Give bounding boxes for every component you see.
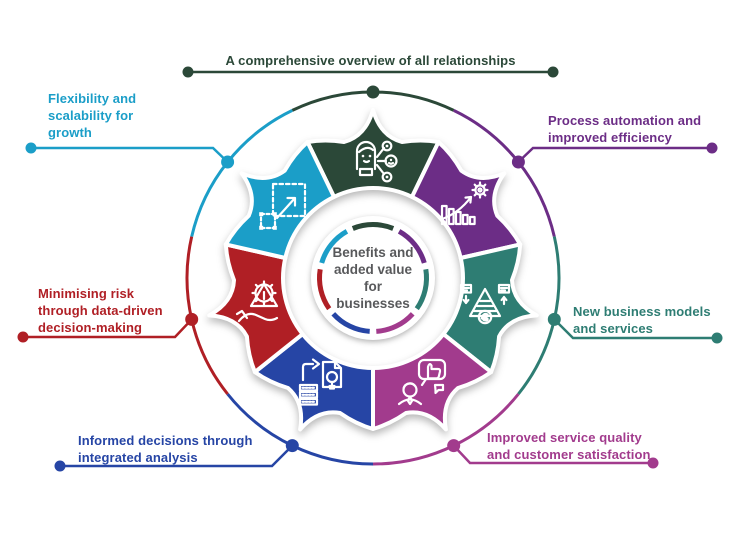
customer-thumbs-up-icon <box>397 358 447 406</box>
label-line: Flexibility and <box>48 91 137 106</box>
inner-arc-service-quality <box>376 312 415 334</box>
center-line: for <box>363 279 382 294</box>
center-disc <box>311 216 435 340</box>
center-line: added value <box>333 262 412 277</box>
svg-text:€: € <box>481 313 488 323</box>
inner-arc-overview <box>351 222 395 231</box>
inner-arc-flexibility <box>319 229 349 264</box>
label-automation: Process automation and improved efficien… <box>548 112 701 146</box>
pyramid-euro-icon: € <box>459 283 511 324</box>
node-dot-business-models <box>547 312 561 326</box>
label-service-quality: Improved service quality and customer sa… <box>487 429 651 463</box>
data-document-bulb-icon <box>298 358 343 406</box>
line-end-dot-informed-decisions <box>54 460 66 472</box>
node-dot-informed-decisions <box>285 439 299 453</box>
label-flexibility: Flexibility and scalability for growth <box>48 90 136 141</box>
center-line: businesses <box>336 296 410 311</box>
connector-business-models <box>553 318 717 340</box>
connector-service-quality <box>452 444 653 465</box>
label-line: Process automation and <box>548 113 702 128</box>
bar-chart-gear-icon <box>440 181 489 226</box>
label-informed-decisions: Informed decisions through integrated an… <box>78 432 253 466</box>
line-end-dot-risk <box>17 331 29 343</box>
label-line: through data-driven <box>38 303 163 318</box>
center-circle-group <box>311 216 435 340</box>
inner-color-ring <box>317 222 429 334</box>
label-line: and services <box>573 321 653 336</box>
line-end-dot-service-quality <box>647 457 659 469</box>
line-end-dot-overview <box>547 66 559 78</box>
label-line: growth <box>48 125 92 140</box>
inner-arc-business-models <box>414 268 429 311</box>
connector-risk <box>23 318 193 339</box>
node-dot-automation <box>511 155 525 169</box>
node-dot-flexibility <box>221 155 235 169</box>
center-title: Benefits and added value for businesses <box>316 221 430 335</box>
segment-service-quality-wedge <box>371 332 494 432</box>
node-dot-overview <box>366 85 380 99</box>
line-end-dot-flexibility <box>25 142 37 154</box>
hand-gear-warning-icon <box>235 280 279 323</box>
segment-automation-wedge <box>410 140 523 260</box>
segment-informed-decisions-wedge <box>252 332 375 432</box>
inner-arc-risk <box>317 268 332 311</box>
segment-business-models-wedge <box>441 242 539 375</box>
center-line: Benefits and <box>332 245 414 260</box>
label-line: A comprehensive overview of all relation… <box>225 53 516 68</box>
label-line: improved efficiency <box>548 130 672 145</box>
connector-flexibility <box>31 146 229 163</box>
line-end-dot-overview <box>182 66 194 78</box>
segment-flexibility-wedge <box>223 140 336 260</box>
ring-node-dots <box>185 85 561 453</box>
people-network-icon <box>355 140 398 183</box>
label-line: New business models <box>573 304 711 319</box>
label-business-models: New business models and services <box>573 303 711 337</box>
connector-informed-decisions <box>60 444 294 468</box>
connector-automation <box>517 146 712 163</box>
inner-arc-informed-decisions <box>331 312 370 334</box>
node-dot-service-quality <box>447 439 461 453</box>
line-end-dot-business-models <box>711 332 723 344</box>
segment-risk-wedge <box>207 242 305 375</box>
node-dot-risk <box>185 312 199 326</box>
label-line: scalability for <box>48 108 134 123</box>
label-line: and customer satisfaction <box>487 447 651 462</box>
segment-wedges <box>207 108 539 432</box>
label-risk: Minimising risk through data-driven deci… <box>38 285 163 336</box>
segment-overview-wedge <box>305 108 441 199</box>
connector-lines <box>17 66 723 472</box>
scalability-arrow-icon <box>259 182 307 230</box>
label-line: Informed decisions through <box>78 433 253 448</box>
inner-arc-automation <box>397 229 427 264</box>
label-line: Improved service quality <box>487 430 642 445</box>
label-line: decision-making <box>38 320 143 335</box>
label-line: Minimising risk <box>38 286 135 301</box>
label-overview: A comprehensive overview of all relation… <box>188 52 553 69</box>
line-end-dot-automation <box>706 142 718 154</box>
label-line: integrated analysis <box>78 450 198 465</box>
